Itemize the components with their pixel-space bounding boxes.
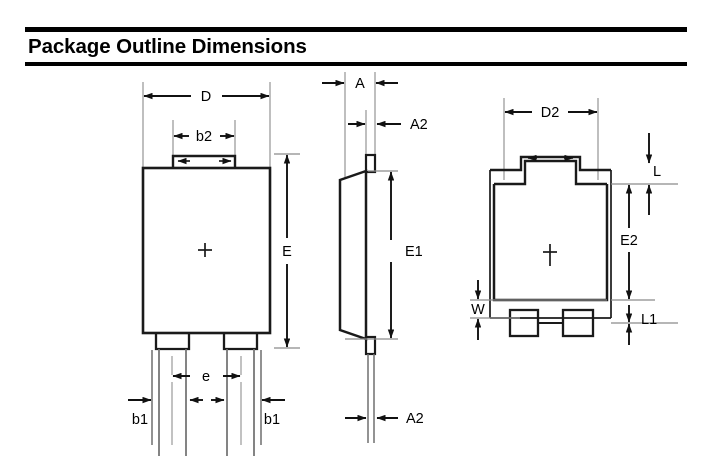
dim-label-a2-top: A2 (410, 117, 428, 133)
side-view: A A2 E1 A2 (322, 72, 428, 443)
front-view-lead-shoulder-left (154, 333, 191, 351)
bottom-view-body (492, 184, 609, 302)
side-view-lead-stub-top (364, 153, 377, 174)
dim-label-e2: E2 (620, 233, 638, 249)
bottom-view: D2 (470, 98, 678, 345)
header-block: Package Outline Dimensions (25, 27, 687, 66)
dim-label-d2: D2 (541, 105, 560, 121)
dim-label-l: L (653, 164, 661, 180)
bottom-view-pad-left (508, 308, 540, 338)
bottom-view-top-step-outer (490, 155, 611, 172)
bottom-view-pad-right (561, 308, 595, 338)
page-title: Package Outline Dimensions (28, 35, 307, 58)
dim-label-e: E (282, 244, 292, 260)
header-top-rule (25, 27, 687, 32)
bottom-view-top-step-inner (494, 159, 607, 186)
dim-label-l1: L1 (641, 312, 657, 328)
side-view-lead-stub-bottom (364, 335, 377, 356)
dim-label-b2: b2 (196, 129, 212, 145)
dim-label-a2-bottom: A2 (406, 411, 424, 427)
dim-label-w: W (471, 302, 485, 318)
header-bottom-rule (25, 62, 687, 66)
side-view-body (338, 169, 368, 341)
front-view-top-tab (171, 154, 237, 168)
front-view-lead-shoulder-right (222, 333, 259, 351)
dim-label-b1-right: b1 (264, 412, 280, 428)
front-view: D b2 E (128, 82, 300, 456)
dim-label-d: D (201, 89, 211, 105)
dim-label-e1: E1 (405, 244, 423, 260)
dim-label-a: A (355, 76, 365, 92)
dim-label-e-pitch: e (202, 369, 210, 385)
dim-label-b1-left: b1 (132, 412, 148, 428)
front-view-body (141, 166, 272, 335)
